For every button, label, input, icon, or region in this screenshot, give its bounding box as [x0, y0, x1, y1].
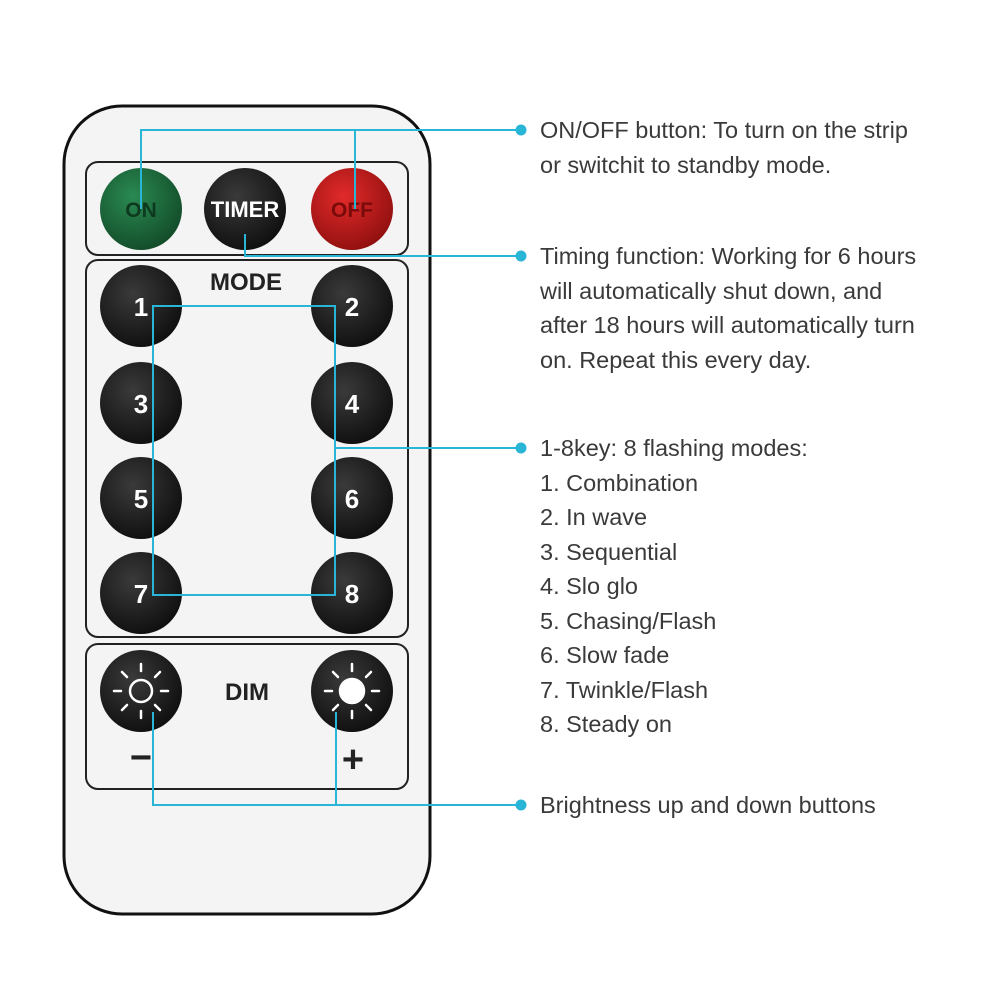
- timer-line-3: after 18 hours will automatically turn: [540, 312, 915, 338]
- brightness-annotation: Brightness up and down buttons: [540, 788, 876, 823]
- mode-key-5-label: 5: [134, 484, 148, 514]
- callout-dots: [515, 124, 527, 811]
- sun-filled-icon: [323, 662, 381, 720]
- mode-key-4[interactable]: 4: [311, 362, 393, 444]
- modes-line-4: 3. Sequential: [540, 538, 678, 565]
- off-button[interactable]: OFF: [311, 168, 393, 250]
- plus-sign: +: [342, 739, 364, 781]
- mode-key-1-label: 1: [134, 292, 148, 322]
- timer-button[interactable]: TIMER: [204, 168, 286, 250]
- mode-key-5[interactable]: 5: [100, 457, 182, 539]
- on-label: ON: [125, 199, 157, 222]
- modes-annotation: 1-8key: 8 flashing modes: 1. Combination…: [540, 431, 808, 742]
- mode-key-3[interactable]: 3: [100, 362, 182, 444]
- mode-key-7-label: 7: [134, 579, 148, 609]
- brightness-dot: [515, 799, 527, 811]
- timer-annotation: Timing function: Working for 6 hours wil…: [540, 239, 916, 377]
- mode-key-8-label: 8: [345, 579, 359, 609]
- brightness-line-1: Brightness up and down buttons: [540, 792, 876, 818]
- timer-line-1: Timing function: Working for 6 hours: [540, 243, 917, 269]
- modes-line-5: 4. Slo glo: [540, 573, 638, 599]
- callout-lines: [140, 129, 521, 806]
- onoff-annotation: ON/OFF button: To turn on the strip or s…: [540, 113, 908, 182]
- modes-line-7: 6. Slow fade: [540, 642, 670, 668]
- dim-up-button[interactable]: [311, 650, 393, 732]
- mode-key-6-label: 6: [345, 484, 359, 514]
- modes-line-8: 7. Twinkle/Flash: [540, 676, 709, 703]
- dim-title: DIM: [225, 679, 269, 706]
- mode-key-4-label: 4: [345, 389, 360, 419]
- timer-label: TIMER: [211, 197, 280, 222]
- timer-line-4: on. Repeat this every day.: [540, 346, 812, 373]
- modes-line-9: 8. Steady on: [540, 711, 672, 737]
- mode-key-2-label: 2: [345, 292, 359, 322]
- onoff-callout-line: [140, 129, 521, 209]
- onoff-line-2: or switchit to standby mode.: [540, 151, 832, 178]
- minus-sign: −: [130, 737, 152, 779]
- brightness-callout-line: [152, 712, 521, 806]
- dim-down-button[interactable]: [100, 650, 182, 732]
- modes-line-2: 1. Combination: [540, 469, 699, 496]
- modes-line-1: 1-8key: 8 flashing modes:: [540, 435, 808, 461]
- modes-callout-frame: [152, 305, 336, 596]
- timer-callout-line: [244, 234, 521, 257]
- onoff-line-1: ON/OFF button: To turn on the strip: [540, 117, 908, 143]
- modes-line-3: 2. In wave: [540, 504, 648, 530]
- sun-outline-icon: [112, 662, 170, 720]
- mode-key-8[interactable]: 8: [311, 552, 393, 634]
- mode-key-1[interactable]: 1: [100, 265, 182, 347]
- mode-title: MODE: [210, 269, 282, 296]
- modes-line-6: 5. Chasing/Flash: [540, 607, 717, 634]
- off-label: OFF: [331, 199, 373, 222]
- modes-dot: [515, 442, 527, 454]
- dim-panel: [85, 643, 409, 790]
- mode-key-6[interactable]: 6: [311, 457, 393, 539]
- timer-dot: [515, 250, 527, 262]
- timer-line-2: will automatically shut down, and: [540, 277, 883, 304]
- mode-key-7[interactable]: 7: [100, 552, 182, 634]
- mode-key-3-label: 3: [134, 389, 148, 419]
- mode-key-2[interactable]: 2: [311, 265, 393, 347]
- onoff-dot: [515, 124, 527, 136]
